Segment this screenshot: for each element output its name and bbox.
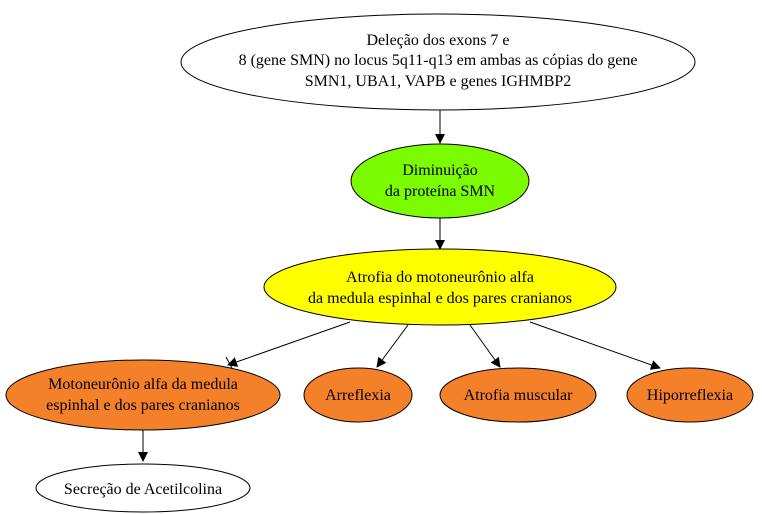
node-deletion-line-3: SMN1, UBA1, VAPB e genes IGHMBP2 — [305, 73, 572, 90]
node-atrophy-motor-line-1: Atrofia do motoneurônio alfa — [346, 269, 534, 286]
edge-atrophy-to-motor-neuron — [227, 321, 351, 367]
node-smn-decrease: Diminuição da proteína SMN — [350, 143, 530, 219]
node-acetylcholine-label: Secreção de Acetilcolina — [64, 481, 222, 498]
node-muscle-atrophy: Atrofia muscular — [439, 367, 597, 423]
node-deletion: Deleção dos exons 7 e 8 (gene SMN) no lo… — [180, 13, 696, 111]
node-deletion-line-1: Deleção dos exons 7 e — [366, 32, 509, 49]
node-atrophy-motor: Atrofia do motoneurônio alfa da medula e… — [263, 248, 617, 326]
node-muscle-atrophy-label: Atrofia muscular — [464, 387, 574, 404]
node-smn-decrease-line-2: da proteína SMN — [385, 183, 496, 200]
node-acetylcholine: Secreção de Acetilcolina — [35, 463, 251, 513]
edge-atrophy-to-muscle-atrophy — [469, 324, 501, 368]
node-hyporeflexia-label: Hiporreflexia — [647, 387, 733, 404]
node-areflexia-label: Arreflexia — [325, 387, 391, 404]
edges — [138, 110, 661, 462]
edge-tee-mark — [225, 356, 233, 369]
node-motor-neuron-line-2: espinhal e dos pares cranianos — [46, 397, 240, 414]
node-hyporeflexia: Hiporreflexia — [626, 367, 754, 423]
node-areflexia: Arreflexia — [303, 367, 413, 423]
node-smn-decrease-line-1: Diminuição — [402, 162, 478, 179]
node-deletion-line-2: 8 (gene SMN) no locus 5q11-q13 em ambas … — [239, 52, 638, 69]
node-atrophy-motor-line-2: da medula espinhal e dos pares cranianos — [308, 290, 572, 307]
edge-atrophy-to-hyporeflexia — [529, 321, 661, 370]
node-motor-neuron-line-1: Motoneurônio alfa da medula — [48, 376, 238, 393]
node-motor-neuron: Motoneurônio alfa da medula espinhal e d… — [5, 359, 281, 431]
edge-atrophy-to-areflexia — [376, 324, 409, 368]
